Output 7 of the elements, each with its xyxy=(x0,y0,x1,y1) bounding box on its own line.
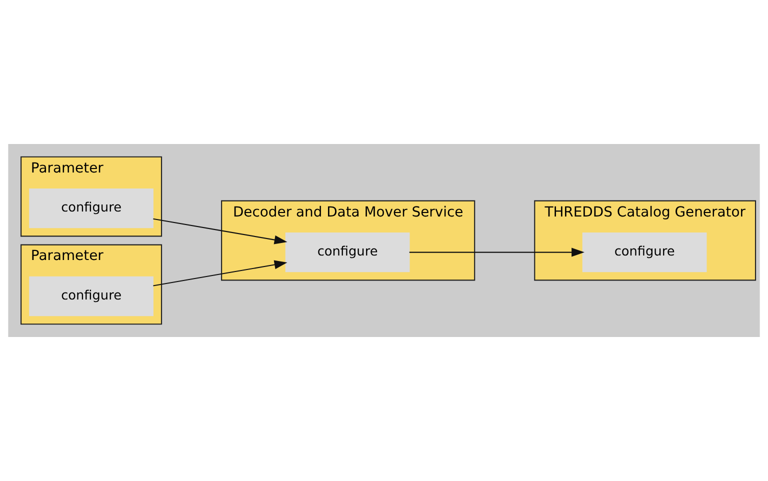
node-box: configure xyxy=(29,276,154,316)
node-box: configure xyxy=(285,232,410,272)
arrow xyxy=(153,260,288,286)
arrow xyxy=(409,248,584,257)
node-box: configure xyxy=(582,232,707,272)
arrow xyxy=(153,218,288,244)
node-box: configure xyxy=(29,188,154,228)
